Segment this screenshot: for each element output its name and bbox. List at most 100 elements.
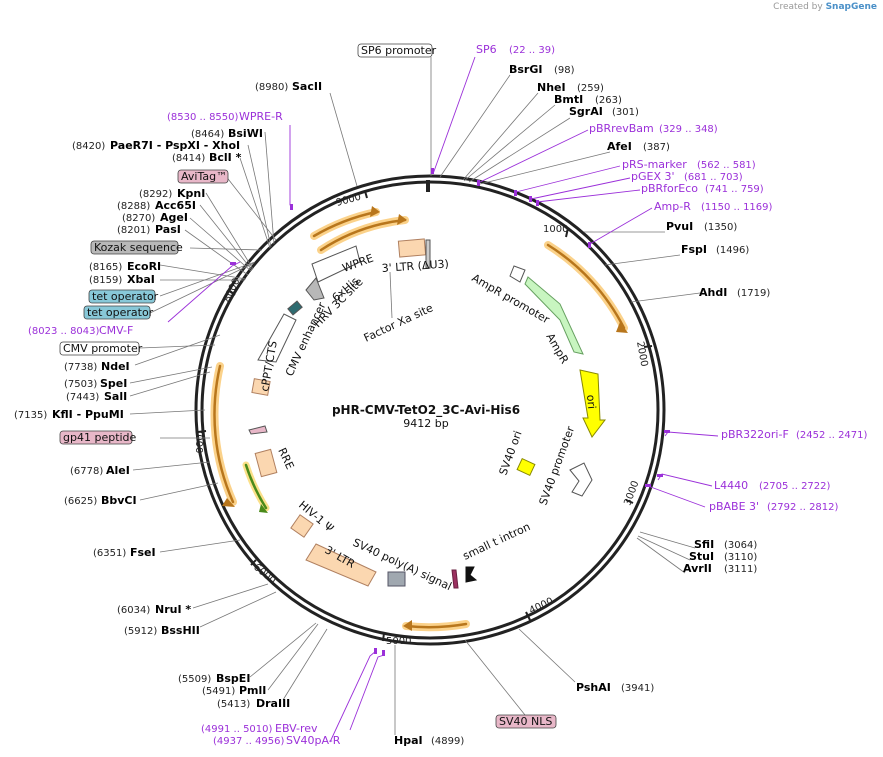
site-xhoi: PaeR7I - PspXI - XhoI (110, 139, 240, 152)
site-pos-stui: (3110) (724, 552, 757, 563)
site-pos-sgrai: (301) (612, 107, 639, 118)
intron-mark (465, 566, 478, 583)
site-bbvci: BbvCI (101, 494, 137, 507)
credit-brand: SnapGene (825, 2, 877, 12)
site-leaders (129, 57, 701, 735)
ori-arrow (579, 369, 607, 438)
tick-5000: 5000 (386, 636, 411, 647)
tick-group (197, 190, 653, 642)
box-gp41: gp41 peptide (63, 431, 137, 444)
site-pos-agei: (8270) (122, 213, 155, 224)
site-pos-nhei: (259) (577, 83, 604, 94)
site-pasi: PasI (155, 223, 181, 236)
primer-l4440: L4440 (714, 479, 748, 492)
site-pos-bsrgi: (98) (554, 65, 575, 76)
inner-features (248, 238, 607, 589)
primer-pos-cmv-f: (8023 .. 8043) (28, 326, 100, 337)
site-pos-bcli: (8414) (172, 153, 205, 164)
site-pos-pasi: (8201) (117, 225, 150, 236)
backbone-outer (194, 174, 666, 646)
hrv3c-box (287, 300, 303, 316)
sv40-promoter-arrow (569, 462, 593, 497)
site-pshai: PshAI (576, 681, 611, 694)
primer-pos-prs-marker: (562 .. 581) (697, 160, 756, 171)
label-cppt: cPPT/CTS (258, 340, 280, 393)
site-pos-fspi: (1496) (716, 245, 749, 256)
primer-pos-l4440: (2705 .. 2722) (759, 481, 831, 492)
site-pos-ecori: (8165) (89, 262, 122, 273)
site-agei: AgeI (160, 211, 188, 224)
tick-1000: 1000 (543, 224, 568, 235)
factor-xa-mark (425, 239, 431, 269)
site-pos-bsiwi: (8464) (191, 129, 224, 140)
site-bspei: BspEI (216, 672, 250, 685)
primer-marks (230, 168, 670, 656)
box-sv40-nls: SV40 NLS (499, 715, 552, 728)
ltr3b-arrow (305, 543, 377, 587)
primer-pbabe3: pBABE 3' (709, 500, 759, 513)
site-pos-ahdi: (1719) (737, 288, 770, 299)
gp41-mark (248, 425, 268, 435)
site-fspi: FspI (681, 243, 707, 256)
site-ndei: NdeI (101, 360, 130, 373)
boxed-labels: SP6 promoter AviTag™ Kozak sequence tet … (59, 43, 557, 729)
site-pos-bbvci: (6625) (64, 496, 97, 507)
label-ltr3: 3' LTR (ΔU3) (381, 257, 449, 275)
tick-2000: 2000 (634, 341, 649, 368)
box-sp6-promoter: SP6 promoter (361, 44, 437, 57)
site-pos-sacii: (8980) (255, 82, 288, 93)
tick-4000: 4000 (528, 596, 556, 617)
site-pmli: PmlI (239, 684, 266, 697)
site-ecori: EcoRI (127, 260, 161, 273)
primer-pos-pbrrevbam: (329 .. 348) (659, 124, 718, 135)
site-pos-kpni: (8292) (139, 189, 172, 200)
box-tet-operator-1: tet operator (92, 290, 159, 303)
ampr-arrow (524, 276, 584, 355)
label-factor-xa: Factor Xa site (362, 301, 436, 344)
site-pos-fsei: (6351) (93, 548, 126, 559)
label-rre: RRE (275, 446, 296, 472)
snapgene-credit: Created by SnapGene (773, 2, 877, 12)
primer-pgex3: pGEX 3' (631, 170, 675, 183)
primer-pos-pbrforeco: (741 .. 759) (705, 184, 764, 195)
sv40-polya-box (387, 571, 406, 587)
tick-8000: 8000 (222, 277, 243, 305)
primer-pos-ebv-rev: (4991 .. 5010) (201, 724, 273, 735)
site-pos-sali: (7443) (66, 392, 99, 403)
site-pos-hpai: (4899) (431, 736, 464, 747)
site-bsshii: BssHII (161, 624, 200, 637)
site-acc65i: Acc65I (155, 199, 196, 212)
site-kpni: KpnI (177, 187, 205, 200)
primer-pos-pbabe3: (2792 .. 2812) (767, 502, 839, 513)
primer-pos-wpre-r: (8530 .. 8550) (167, 112, 239, 123)
site-pos-bsshii: (5912) (124, 626, 157, 637)
site-nrui: NruI * (155, 603, 191, 616)
rre-box (254, 448, 278, 478)
site-pos-ndei: (7738) (64, 362, 97, 373)
site-pos-xhoi: (8420) (72, 141, 105, 152)
site-alei: AleI (106, 464, 130, 477)
label-sv40-promoter: SV40 promoter (537, 424, 578, 507)
primer-pos-sp6: (22 .. 39) (509, 45, 555, 56)
primer-cmv-f: CMV-F (99, 324, 133, 337)
site-pos-nrui: (6034) (117, 605, 150, 616)
cppt-box (251, 378, 271, 396)
primer-pbr322ori-f: pBR322ori-F (721, 428, 789, 441)
site-bsrgi: BsrGI (509, 63, 542, 76)
site-pos-sfii: (3064) (724, 540, 757, 551)
site-sgrai: SgrAI (569, 105, 603, 118)
orange-arrowheads (222, 206, 628, 631)
hiv-psi-box (290, 514, 314, 538)
site-stui: StuI (689, 550, 714, 563)
primer-sp6: SP6 (476, 43, 497, 56)
site-pos-bmti: (263) (595, 95, 622, 106)
site-sacii: SacII (292, 80, 322, 93)
primer-pos-pgex3: (681 .. 703) (684, 172, 743, 183)
site-bsiwi: BsiWI (228, 127, 263, 140)
site-nhei: NheI (537, 81, 566, 94)
site-pos-pmli: (5491) (202, 686, 235, 697)
origin-marker (426, 180, 430, 192)
site-pos-kfli: (7135) (14, 410, 47, 421)
primer-pbrforeco: pBRforEco (641, 182, 698, 195)
site-avrii: AvrII (683, 562, 712, 575)
